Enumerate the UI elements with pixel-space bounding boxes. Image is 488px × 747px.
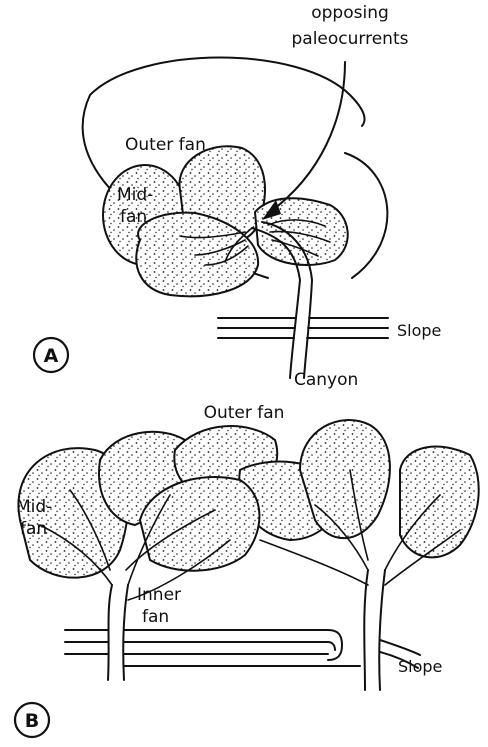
label-mid-a-line1: Mid- bbox=[117, 185, 153, 205]
label-paleocurrents: paleocurrents bbox=[292, 29, 409, 49]
label-outer-fan-b: Outer fan bbox=[204, 403, 285, 423]
label-slope-b: Slope bbox=[398, 657, 442, 676]
panel-b: Outer fan Mid- fan Inner fan Slope B bbox=[15, 403, 479, 737]
label-mid-b-line1: Mid- bbox=[16, 497, 52, 517]
label-inner-b-line2: fan bbox=[142, 607, 169, 627]
channel-b-trunk-right bbox=[364, 570, 368, 690]
label-slope-a: Slope bbox=[397, 321, 441, 340]
label-outer-fan-a: Outer fan bbox=[125, 135, 206, 155]
label-canyon: Canyon bbox=[294, 370, 358, 390]
channel-b-trunk-left bbox=[108, 585, 112, 680]
label-mid-b-line2: fan bbox=[20, 519, 47, 539]
panel-b-letter: B bbox=[25, 710, 39, 732]
outer-fan-boundary-a-right bbox=[345, 153, 387, 278]
paleocurrent-arrow bbox=[270, 62, 345, 212]
slope-line-b-mid2 bbox=[124, 642, 335, 650]
channel-b10 bbox=[260, 540, 368, 585]
channel-b-trunk-right2 bbox=[379, 570, 385, 690]
panel-a: opposing paleocurrents Outer fan Mid- fa… bbox=[34, 3, 441, 390]
mid-fan-lobe-right-a bbox=[255, 198, 348, 265]
panel-a-letter: A bbox=[44, 345, 59, 367]
slope-line-b-mid1 bbox=[124, 630, 342, 660]
label-inner-b-line1: Inner bbox=[137, 585, 181, 605]
label-mid-a-line2: fan bbox=[120, 207, 147, 227]
mid-fan-lobe-b7 bbox=[400, 447, 479, 558]
label-opposing: opposing bbox=[311, 3, 389, 23]
